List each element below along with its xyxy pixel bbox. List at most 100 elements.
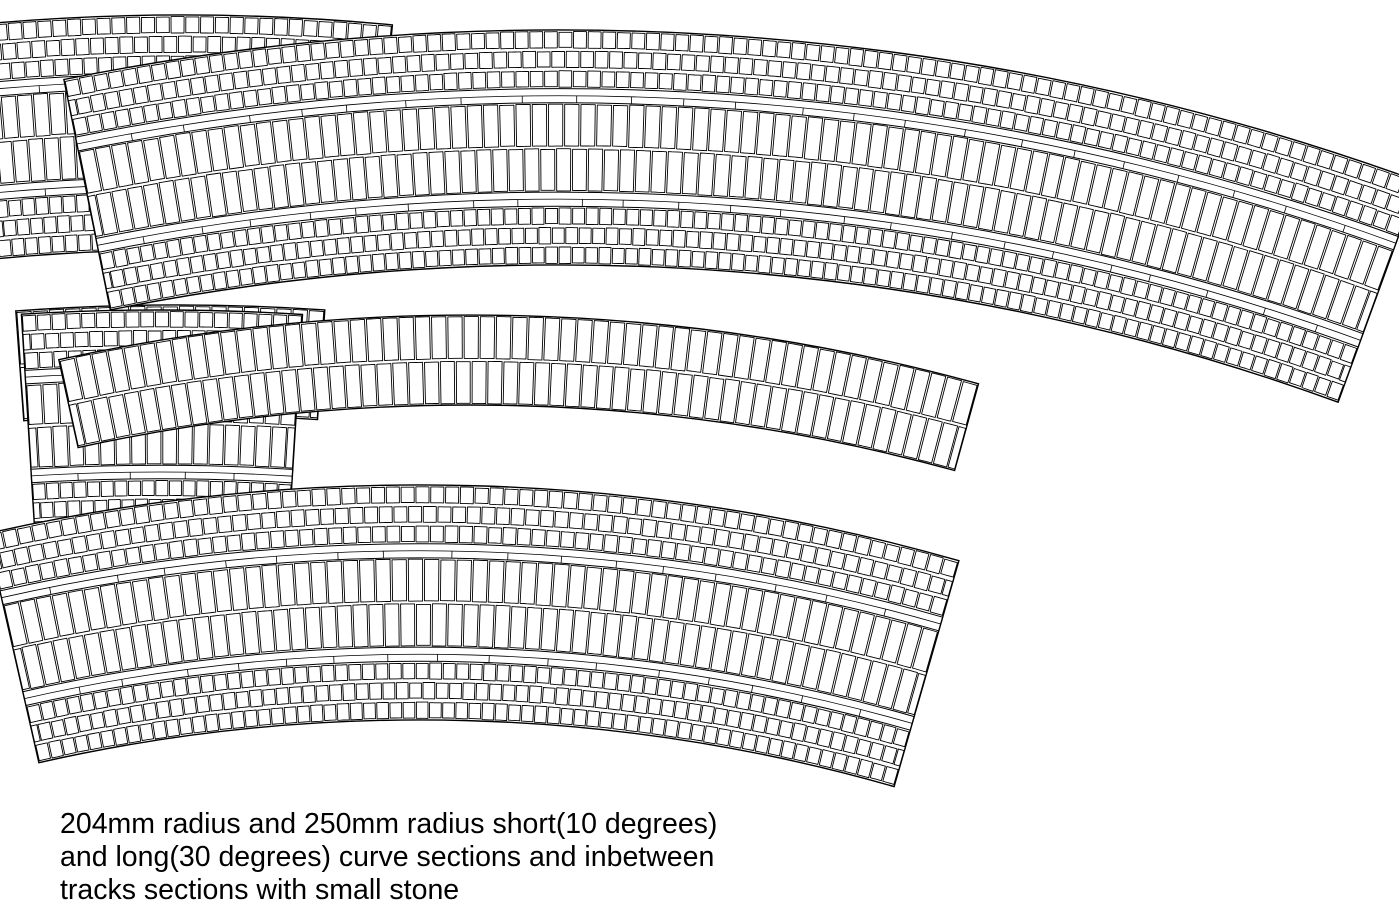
set-stone	[543, 317, 561, 362]
cobble-stone	[104, 36, 119, 55]
cobble-stone	[355, 683, 369, 700]
set-stone	[439, 361, 456, 405]
cobble-stone	[217, 515, 233, 534]
cobble-stone	[1303, 166, 1322, 187]
cobble-stone	[31, 523, 49, 542]
cobble-stone	[963, 64, 980, 83]
cobble-stone	[71, 535, 88, 555]
cobble-stone	[40, 501, 54, 519]
set-stone	[316, 159, 336, 203]
cobble-stone	[237, 50, 254, 69]
cobble-stone	[16, 218, 31, 236]
cobble-stone	[560, 707, 574, 726]
set-stone	[476, 149, 493, 193]
cobble-stone	[886, 92, 903, 111]
cobble-stone	[357, 526, 372, 544]
set-stone	[571, 610, 590, 654]
set-stone	[915, 176, 938, 221]
cobble-stone	[1151, 123, 1169, 143]
cobble-stone	[545, 530, 561, 548]
set-stone	[300, 322, 320, 366]
cobble-stone	[996, 90, 1013, 109]
cobble-stone	[375, 663, 389, 680]
cobble-stone	[464, 52, 479, 70]
cobble-stone	[1028, 256, 1044, 275]
cobble-stone	[81, 312, 96, 329]
cobble-stone	[68, 99, 79, 117]
cobble-stone	[42, 540, 60, 560]
set-stone	[344, 364, 362, 409]
cobble-stone	[484, 228, 498, 246]
cobble-stone	[1274, 137, 1293, 157]
cobble-stone	[739, 234, 754, 253]
cobble-stone	[368, 37, 384, 56]
cobble-stone	[89, 512, 107, 532]
kerb-joint	[130, 133, 133, 141]
set-stone	[686, 329, 707, 373]
set-stone	[223, 125, 245, 170]
caption-line-2: and long(30 degrees) curve sections and …	[60, 841, 715, 873]
set-stone	[755, 111, 775, 156]
cobble-stone	[1289, 368, 1306, 387]
cobble-stone	[1277, 178, 1295, 199]
set-stone	[193, 615, 214, 660]
cobble-stone	[686, 702, 702, 722]
set-stone	[811, 394, 835, 439]
set-stone	[336, 113, 356, 157]
cobble-stone	[954, 281, 971, 301]
cobble-stone	[665, 502, 682, 521]
set-stone	[654, 325, 674, 370]
cobble-stone	[281, 490, 297, 508]
set-stone	[1327, 280, 1355, 325]
cobble-stone	[544, 70, 558, 88]
long-curve-section-full-lower	[0, 484, 960, 788]
cobble-stone	[257, 87, 273, 106]
cobble-stone	[753, 58, 768, 77]
cobble-stone	[0, 62, 12, 80]
cobble-stone	[290, 509, 306, 528]
cobble-stone	[621, 497, 638, 516]
cobble-stone	[612, 515, 628, 535]
cobble-stone	[186, 676, 202, 695]
cobble-stone	[281, 45, 297, 64]
cobble-stone	[429, 662, 443, 680]
cobble-stone	[199, 674, 215, 694]
cobble-stone	[709, 55, 725, 74]
cobble-stone	[1120, 276, 1137, 297]
cobble-stone	[1275, 321, 1294, 342]
set-stone	[527, 316, 544, 361]
cobble-stone	[209, 481, 224, 497]
kerb-line	[76, 95, 1397, 244]
cobble-stone	[1344, 180, 1363, 200]
cobble-stone	[96, 17, 111, 35]
set-stone	[1116, 216, 1141, 262]
set-stone	[812, 348, 835, 393]
set-stone	[284, 323, 304, 368]
cobble-stone	[1055, 121, 1073, 141]
cobble-stone	[104, 510, 121, 529]
set-stone	[756, 590, 780, 636]
kerb-joint	[285, 659, 288, 667]
cobble-stone	[739, 711, 755, 731]
cobble-stone	[489, 487, 504, 506]
cobble-stone	[1372, 210, 1391, 230]
set-stone	[205, 172, 227, 218]
cobble-stone	[515, 684, 529, 703]
cobble-stone	[473, 526, 488, 544]
cobble-stone	[111, 17, 126, 35]
kerb-joint	[802, 107, 804, 116]
cobble-stone	[607, 495, 623, 514]
rail-band	[95, 191, 1364, 348]
cobble-stone	[1013, 113, 1030, 132]
set-stone	[564, 103, 580, 147]
cobble-stone	[270, 707, 285, 725]
cobble-stone	[921, 236, 937, 255]
cobble-stone	[1326, 360, 1345, 380]
cobble-stone	[204, 74, 221, 94]
cobble-stone	[378, 506, 393, 524]
cobble-stone	[612, 208, 626, 226]
cobble-stone	[53, 501, 68, 518]
cobble-stone	[1288, 141, 1307, 161]
cobble-stone	[562, 491, 579, 510]
cobble-stone	[435, 53, 450, 71]
